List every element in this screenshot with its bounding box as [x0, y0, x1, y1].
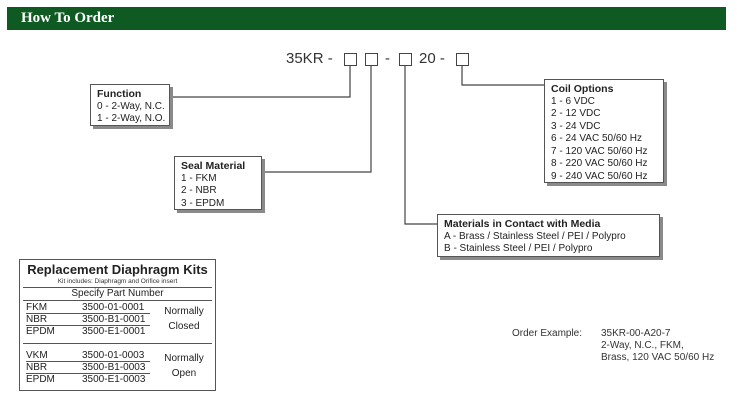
- row-divider: [26, 373, 150, 374]
- function-title: Function: [97, 88, 142, 100]
- kit-material: NBR: [26, 314, 48, 325]
- divider: [23, 343, 212, 344]
- kit-material: VKM: [26, 350, 48, 361]
- connector-materials: [404, 66, 437, 225]
- divider: [23, 287, 212, 288]
- order-example-line: 2-Way, N.C., FKM,: [601, 340, 684, 351]
- seal-material-box: Seal Material 1 - FKM 2 - NBR 3 - EPDM: [174, 156, 262, 210]
- status-line: Normally: [164, 353, 204, 364]
- kit-status-closed: Normally Closed: [154, 304, 214, 334]
- code-box-coil: [456, 53, 469, 66]
- code-box-seal: [365, 53, 378, 66]
- status-line: Normally: [164, 306, 204, 317]
- materials-box: Materials in Contact with Media A - Bras…: [437, 214, 660, 257]
- kit-status-open: Normally Open: [154, 351, 214, 381]
- replacement-kits-table: Replacement Diaphragm Kits Kit includes:…: [19, 259, 216, 391]
- order-example-line: Brass, 120 VAC 50/60 Hz: [601, 352, 715, 363]
- kit-part-number: 3500-B1-0001: [82, 314, 146, 325]
- coil-option: 7 - 120 VAC 50/60 Hz: [551, 145, 648, 157]
- kit-part-number: 3500-01-0001: [82, 302, 145, 313]
- coil-options-title: Coil Options: [551, 83, 614, 95]
- kit-material: NBR: [26, 362, 48, 373]
- seal-material-option: 2 - NBR: [181, 185, 217, 196]
- divider: [23, 300, 212, 301]
- order-example-label: Order Example:: [512, 328, 583, 339]
- coil-option: 3 - 24 VDC: [551, 120, 601, 132]
- function-box: Function 0 - 2-Way, N.C. 1 - 2-Way, N.O.: [90, 84, 170, 126]
- coil-option: 1 - 6 VDC: [551, 95, 595, 107]
- code-box-function: [344, 53, 357, 66]
- section-title: How To Order: [21, 10, 115, 26]
- code-prefix: 35KR -: [286, 50, 333, 67]
- seal-material-option: 3 - EPDM: [181, 197, 225, 209]
- row-divider: [26, 361, 150, 362]
- section-header: How To Order: [7, 7, 726, 30]
- kit-material: FKM: [26, 302, 48, 313]
- kit-part-number: 3500-01-0003: [82, 350, 145, 361]
- kit-part-number: 3500-E1-0003: [82, 374, 146, 385]
- coil-option: 9 - 240 VAC 50/60 Hz: [551, 170, 648, 182]
- kits-title: Replacement Diaphragm Kits: [27, 262, 208, 277]
- function-option: 1 - 2-Way, N.O.: [97, 113, 166, 124]
- kit-material: EPDM: [26, 326, 55, 337]
- code-box-materials: [399, 53, 412, 66]
- code-dash: -: [385, 50, 390, 67]
- seal-material-title: Seal Material: [181, 160, 246, 172]
- status-line: Closed: [168, 321, 200, 332]
- coil-option: 2 - 12 VDC: [551, 108, 601, 119]
- status-line: Open: [171, 368, 197, 379]
- function-option: 0 - 2-Way, N.C.: [97, 100, 165, 112]
- code-mid: 20 -: [419, 50, 445, 67]
- materials-title: Materials in Contact with Media: [444, 218, 601, 230]
- coil-options-box: Coil Options 1 - 6 VDC 2 - 12 VDC 3 - 24…: [544, 79, 664, 183]
- order-example-code: 35KR-00-A20-7: [601, 328, 671, 339]
- materials-option: A - Brass / Stainless Steel / PEI / Poly…: [444, 230, 626, 242]
- coil-option: 6 - 24 VAC 50/60 Hz: [551, 133, 642, 144]
- materials-option: B - Stainless Steel / PEI / Polypro: [444, 243, 593, 254]
- row-divider: [26, 313, 150, 314]
- kits-subheader: Specify Part Number: [71, 288, 164, 299]
- kit-material: EPDM: [26, 374, 55, 385]
- kit-part-number: 3500-E1-0001: [82, 326, 146, 337]
- kits-note: Kit includes: Diaphragm and Orifice inse…: [57, 278, 178, 285]
- connector-seal: [262, 66, 372, 173]
- seal-material-option: 1 - FKM: [181, 172, 217, 184]
- connector-coil: [461, 66, 544, 86]
- row-divider: [26, 325, 150, 326]
- coil-option: 8 - 220 VAC 50/60 Hz: [551, 158, 648, 169]
- connector-function: [170, 66, 351, 98]
- kit-part-number: 3500-B1-0003: [82, 362, 146, 373]
